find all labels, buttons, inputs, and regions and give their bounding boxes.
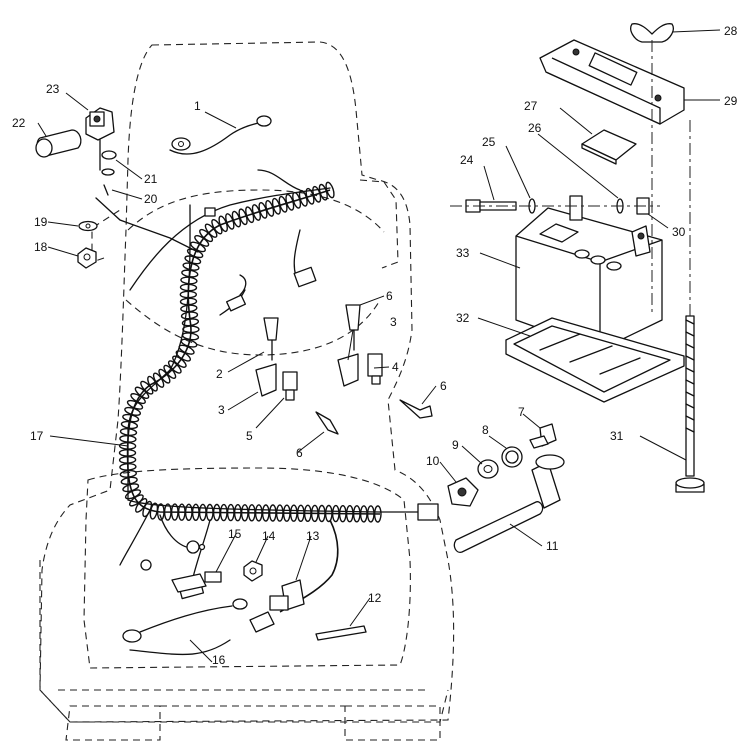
callout-28: 28 bbox=[724, 24, 738, 38]
solenoid-assembly bbox=[35, 107, 199, 269]
tractor-body-outline bbox=[39, 41, 455, 741]
battery-group bbox=[450, 23, 705, 493]
callout-22: 22 bbox=[12, 116, 26, 130]
switch-group bbox=[255, 304, 433, 435]
leader-lines bbox=[37, 29, 721, 663]
callout-33: 33 bbox=[456, 246, 470, 260]
callout-3-left: 3 bbox=[218, 403, 225, 417]
callout-6-mid: 6 bbox=[440, 379, 447, 393]
ignition-group bbox=[447, 423, 565, 553]
callout-31: 31 bbox=[610, 429, 624, 443]
lower-parts-group bbox=[122, 560, 367, 643]
callout-17: 17 bbox=[30, 429, 44, 443]
callout-26: 26 bbox=[528, 121, 542, 135]
coil-loop bbox=[373, 505, 382, 523]
callout-9: 9 bbox=[452, 438, 459, 452]
callout-29: 29 bbox=[724, 94, 738, 108]
callout-30: 30 bbox=[672, 225, 686, 239]
callout-labels: 1 2 3 3 4 5 6 6 6 7 8 9 10 11 12 13 14 1… bbox=[12, 24, 738, 667]
callout-10: 10 bbox=[426, 454, 440, 468]
ground-wire-1 bbox=[169, 115, 272, 155]
callout-4: 4 bbox=[392, 360, 399, 374]
callout-27: 27 bbox=[524, 99, 538, 113]
callout-16: 16 bbox=[212, 653, 226, 667]
harness-coil-loops bbox=[118, 181, 382, 523]
callout-14: 14 bbox=[262, 529, 276, 543]
callout-11: 11 bbox=[546, 539, 559, 553]
callout-15: 15 bbox=[228, 527, 242, 541]
callout-32: 32 bbox=[456, 311, 470, 325]
callout-19: 19 bbox=[34, 215, 48, 229]
callout-21: 21 bbox=[144, 172, 158, 186]
callout-13: 13 bbox=[306, 529, 320, 543]
callout-20: 20 bbox=[144, 192, 158, 206]
callout-8: 8 bbox=[482, 423, 489, 437]
callout-24: 24 bbox=[460, 153, 474, 167]
wiring-harness bbox=[119, 169, 421, 656]
callout-6-top: 6 bbox=[386, 289, 393, 303]
callout-7: 7 bbox=[518, 405, 525, 419]
callout-6-bottom: 6 bbox=[296, 446, 303, 460]
callout-3-right: 3 bbox=[390, 315, 397, 329]
callout-1: 1 bbox=[194, 99, 201, 113]
harness-connectors bbox=[140, 207, 439, 600]
callout-23: 23 bbox=[46, 82, 60, 96]
callout-12: 12 bbox=[368, 591, 382, 605]
callout-5: 5 bbox=[246, 429, 253, 443]
callout-2: 2 bbox=[216, 367, 223, 381]
callout-18: 18 bbox=[34, 240, 48, 254]
callout-25: 25 bbox=[482, 135, 496, 149]
